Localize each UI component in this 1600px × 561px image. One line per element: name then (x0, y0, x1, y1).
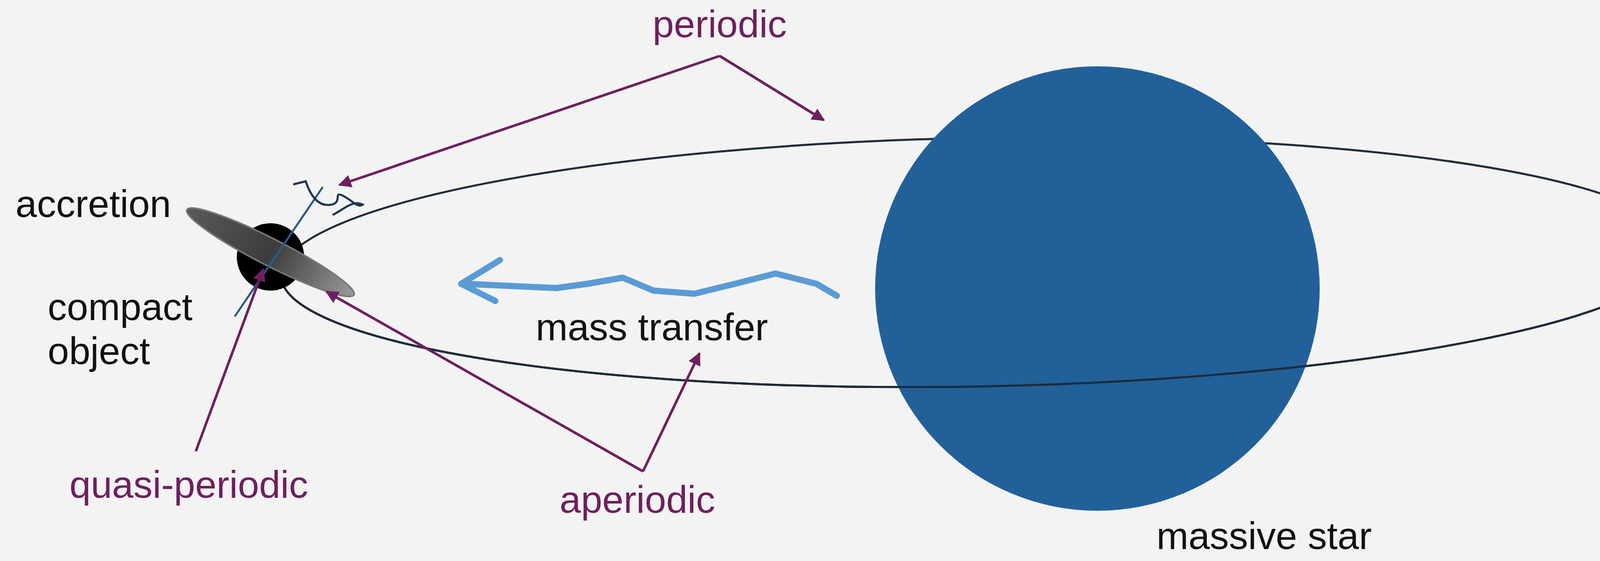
part-label: mass transfer (535, 305, 768, 350)
leader-arrow (643, 353, 700, 472)
part-label: massive star (1156, 513, 1372, 559)
part-label: accretion (15, 181, 171, 226)
mass-transfer-head (461, 260, 500, 302)
jet-line (234, 187, 323, 317)
part-label: compact object (47, 284, 204, 374)
massive-star (875, 66, 1320, 511)
leader-arrow (339, 55, 720, 185)
jet-squiggle (293, 181, 363, 216)
mass-transfer-arrow (466, 273, 837, 296)
leader-arrow (719, 55, 824, 121)
variability-label: quasi-periodic (69, 462, 309, 507)
variability-label: aperiodic (559, 477, 716, 522)
leader-arrow (195, 269, 264, 452)
variability-label: periodic (652, 2, 787, 47)
